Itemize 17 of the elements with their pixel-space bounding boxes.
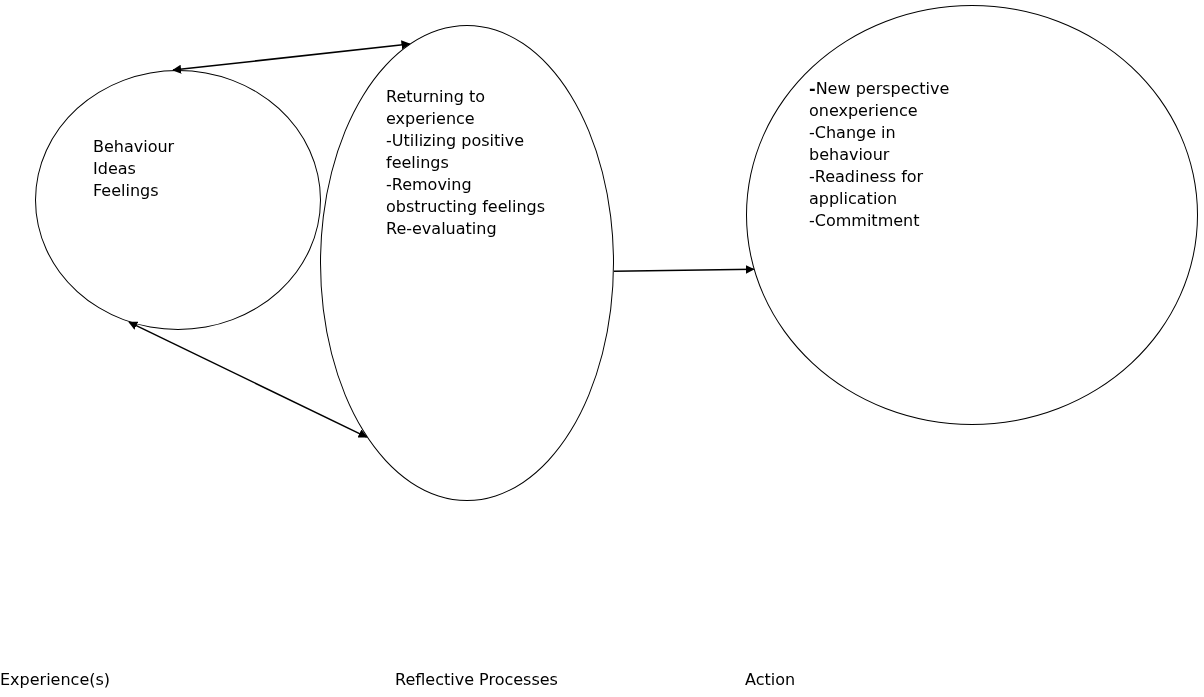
- arrow: [128, 321, 368, 438]
- node-text: -Change in behaviour: [809, 122, 897, 166]
- node-text: Ideas: [93, 158, 137, 180]
- arrow: [613, 264, 755, 274]
- arrow: [172, 40, 411, 74]
- stage-label: Reflective Processes: [395, 670, 558, 689]
- node-text: -Removing obstructing feelings: [386, 174, 546, 218]
- node-text: Behaviour: [93, 136, 176, 158]
- stage-label: Action: [745, 670, 796, 689]
- node-text: -New perspective onexperience: [809, 78, 951, 122]
- node-text: Re-evaluating: [386, 218, 498, 240]
- node-text: -Utilizing positive feelings: [386, 130, 526, 174]
- node-text: Feelings: [93, 180, 160, 202]
- stage-label: Experience(s): [0, 670, 111, 689]
- node-text: -Readiness for application: [809, 166, 925, 210]
- node-text: -Commitment: [809, 210, 921, 232]
- node-text: Returning to experience: [386, 86, 486, 130]
